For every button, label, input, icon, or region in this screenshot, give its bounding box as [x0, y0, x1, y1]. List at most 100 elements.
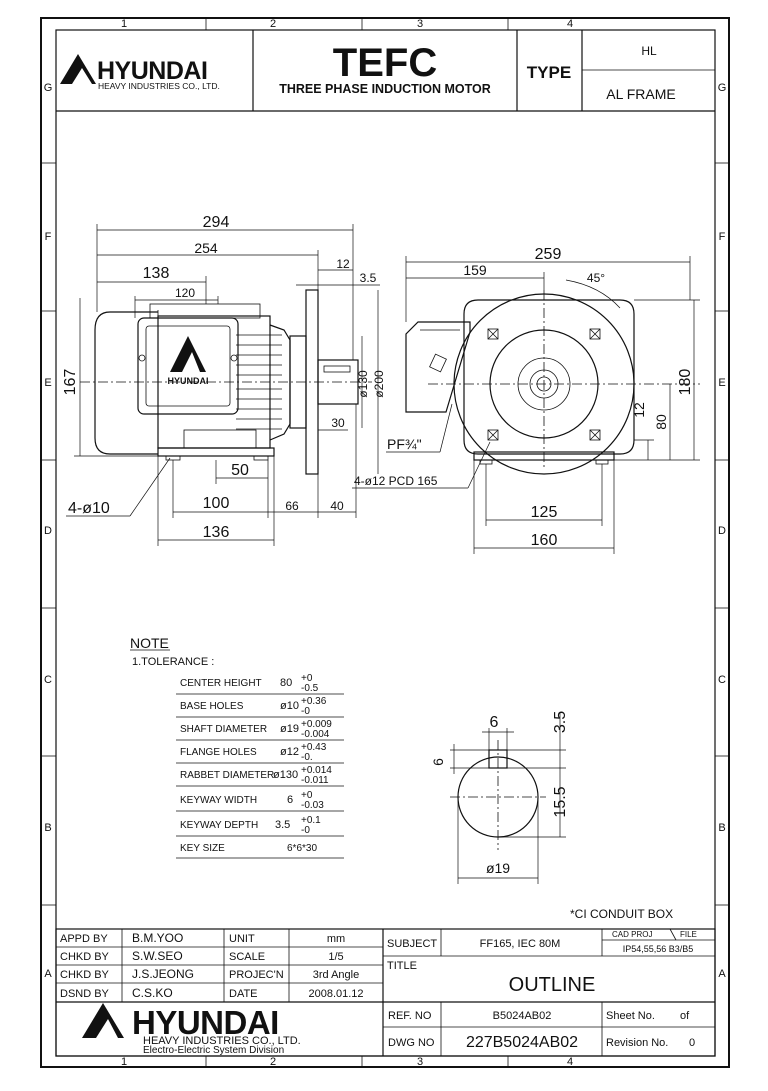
title-label: TITLE	[387, 960, 417, 972]
header-type-label: TYPE	[527, 63, 571, 82]
row-label-g: G	[44, 82, 53, 94]
header-brand-sub: HEAVY INDUSTRIES CO., LTD.	[98, 81, 220, 91]
row-label-f-right: F	[719, 231, 726, 243]
subject-label: SUBJECT	[387, 938, 437, 950]
header-product-sub: THREE PHASE INDUCTION MOTOR	[279, 82, 491, 96]
col-label-2-bottom: 2	[270, 1056, 276, 1068]
ref-no-label: REF. NO	[388, 1010, 432, 1022]
role-name: C.S.KO	[132, 986, 173, 1000]
dim-overall-length: 294	[203, 214, 230, 231]
row-label-g-right: G	[718, 82, 727, 94]
role-label: CHKD BY	[60, 951, 110, 963]
dim-center-height-80: 80	[653, 414, 669, 430]
tol-row-upper: +0	[301, 790, 313, 801]
role-name: S.W.SEO	[132, 949, 183, 963]
subject-value: FF165, IEC 80M	[480, 938, 561, 950]
sheet-of: of	[680, 1010, 690, 1022]
role-key: UNIT	[229, 933, 255, 945]
role-value: mm	[327, 933, 345, 945]
revision-label: Revision No.	[606, 1037, 668, 1049]
dim-pf-conduit: PF¾"	[387, 436, 422, 452]
role-value: 3rd Angle	[313, 969, 359, 981]
role-key: PROJEC'N	[229, 969, 284, 981]
col-label-4: 4	[567, 18, 573, 30]
tol-row-value: 6*6*30	[287, 843, 317, 854]
tol-row-value: 80	[280, 677, 292, 689]
dim-125: 125	[531, 504, 558, 521]
role-name: B.M.YOO	[132, 931, 183, 945]
shaft-section-detail: 6 3.5 6 15.5 ø19	[430, 711, 569, 884]
header-block: HYUNDAI HEAVY INDUSTRIES CO., LTD. TEFC …	[56, 30, 715, 112]
shaft-keyway-width: 6	[490, 714, 499, 731]
row-label-c: C	[44, 674, 52, 686]
dwg-no-label: DWG NO	[388, 1037, 435, 1049]
col-label-1-bottom: 1	[121, 1056, 127, 1068]
tol-row-upper: +0.009	[301, 719, 332, 730]
revision-value: 0	[689, 1037, 695, 1049]
dim-base-holes: 4-ø10	[68, 500, 110, 517]
terminal-box-badge: HYUNDAI	[167, 376, 208, 386]
row-label-e-right: E	[718, 377, 725, 389]
tol-row-label: SHAFT DIAMETER	[180, 724, 267, 735]
tol-row-lower: -0.004	[301, 729, 330, 740]
row-label-b-right: B	[718, 822, 725, 834]
row-label-d: D	[44, 525, 52, 537]
dim-body-length: 254	[194, 240, 218, 256]
tol-row-upper: +0.36	[301, 696, 327, 707]
tol-row-upper: +0	[301, 673, 313, 684]
dim-foot-12: 12	[631, 402, 647, 418]
tol-row-label: RABBET DIAMETER	[180, 770, 274, 781]
header-frame-value: AL FRAME	[606, 86, 676, 102]
dim-front-height-180: 180	[677, 369, 694, 396]
header-brand: HYUNDAI	[97, 57, 207, 85]
front-view: 259 159 45° 180 80 12 PF¾" 4-ø12 PCD 165…	[352, 246, 700, 554]
col-label-1: 1	[121, 18, 127, 30]
role-value: 1/5	[328, 951, 343, 963]
dim-50: 50	[231, 462, 249, 479]
dim-100: 100	[203, 495, 230, 512]
tol-row-upper: +0.014	[301, 765, 332, 776]
dim-40: 40	[330, 499, 344, 513]
tol-row-value: ø130	[273, 769, 298, 781]
dim-front-width: 259	[535, 246, 562, 263]
role-label: CHKD BY	[60, 969, 110, 981]
tol-row-label: CENTER HEIGHT	[180, 678, 262, 689]
tol-row-label: KEYWAY WIDTH	[180, 795, 257, 806]
tol-row-upper: +0.43	[301, 742, 327, 753]
dim-136: 136	[203, 524, 230, 541]
dim-3-5-spigot: 3.5	[360, 271, 377, 285]
tol-row-value: 6	[287, 794, 293, 806]
col-label-4-bottom: 4	[567, 1056, 573, 1068]
row-label-b: B	[44, 822, 51, 834]
ref-no-value: B5024AB02	[493, 1010, 552, 1022]
cad-proj-label: CAD PROJ	[612, 930, 652, 939]
company-logo-icon	[82, 1003, 124, 1038]
role-name: J.S.JEONG	[132, 967, 194, 981]
dim-30: 30	[331, 416, 345, 430]
tol-row-lower: -0.011	[301, 775, 329, 786]
row-label-a: A	[44, 968, 52, 980]
file-label: FILE	[680, 930, 697, 939]
row-label-f: F	[45, 231, 52, 243]
note-tolerance-heading: 1.TOLERANCE :	[132, 656, 214, 668]
row-label-a-right: A	[718, 968, 726, 980]
note-title: NOTE	[130, 635, 169, 651]
tol-row-label: KEYWAY DEPTH	[180, 820, 258, 831]
ip-rating: IP54,55,56 B3/B5	[623, 944, 694, 954]
company-line-2: Electro-Electric System Division	[143, 1045, 284, 1056]
dim-120: 120	[175, 286, 195, 300]
tol-row-label: FLANGE HOLES	[180, 747, 257, 758]
tolerance-notes: NOTE 1.TOLERANCE : CENTER HEIGHT 80 +0 -…	[130, 635, 344, 859]
tol-row-lower: -0.	[301, 752, 313, 763]
dim-12-shaft: 12	[336, 257, 350, 271]
tol-row-lower: -0	[301, 825, 310, 836]
dim-159: 159	[463, 262, 487, 278]
shaft-diameter: ø19	[486, 860, 510, 876]
role-key: SCALE	[229, 951, 265, 963]
dim-angle-45: 45°	[587, 271, 605, 285]
dwg-no-value: 227B5024AB02	[466, 1034, 578, 1051]
title-block: APPD BY B.M.YOO UNIT mm CHKD BY S.W.SEO …	[55, 928, 716, 1057]
tol-row-lower: -0	[301, 706, 310, 717]
dim-160: 160	[531, 532, 558, 549]
